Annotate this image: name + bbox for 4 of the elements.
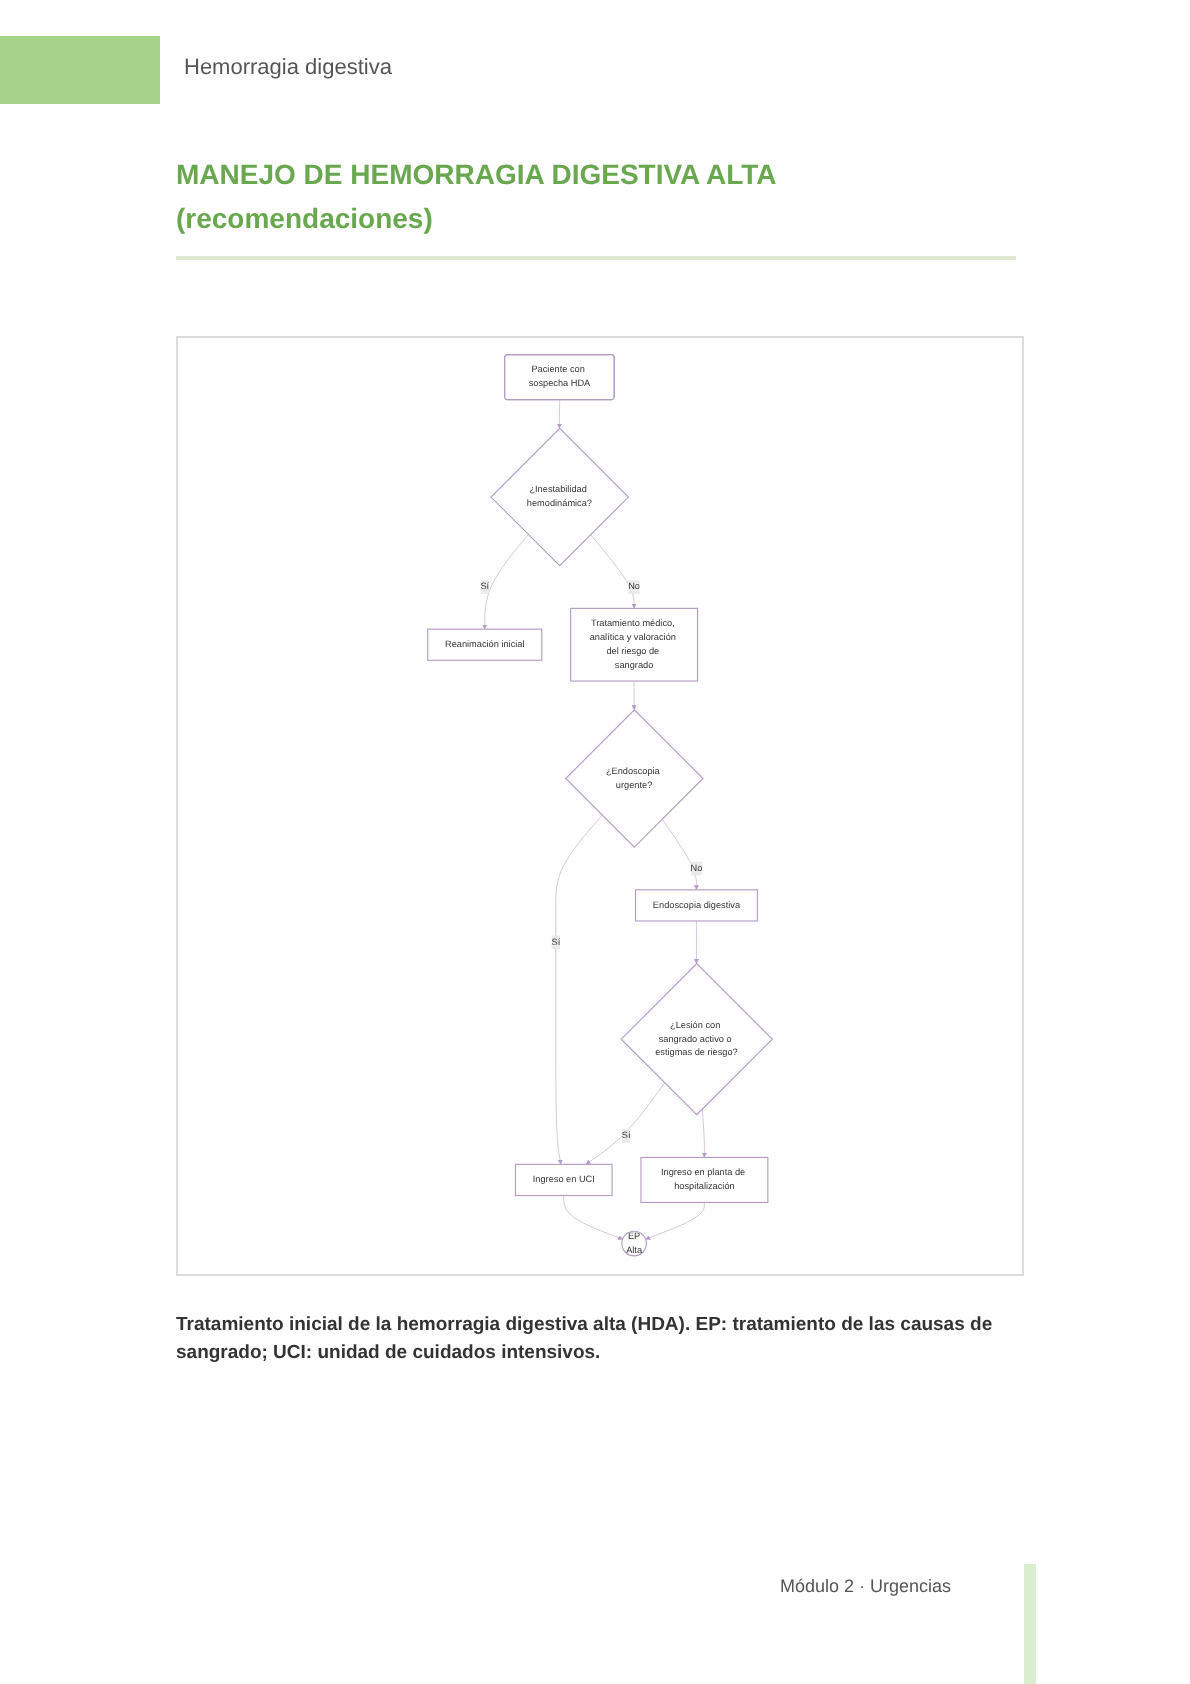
caption: Tratamiento inicial de la hemorragia digestiva alta (HDA). EP: tratamiento de las causas de sangrado; UCI: unidad de cuidados intensivos. [176, 1312, 995, 1368]
header-text: Hemorragia digestiva [184, 56, 392, 80]
title: MANEJO DE HEMORRAGIA DIGESTIVA ALTA (recomendaciones) [176, 156, 778, 238]
footer-text: Módulo 2 · Urgencias [780, 1576, 952, 1596]
